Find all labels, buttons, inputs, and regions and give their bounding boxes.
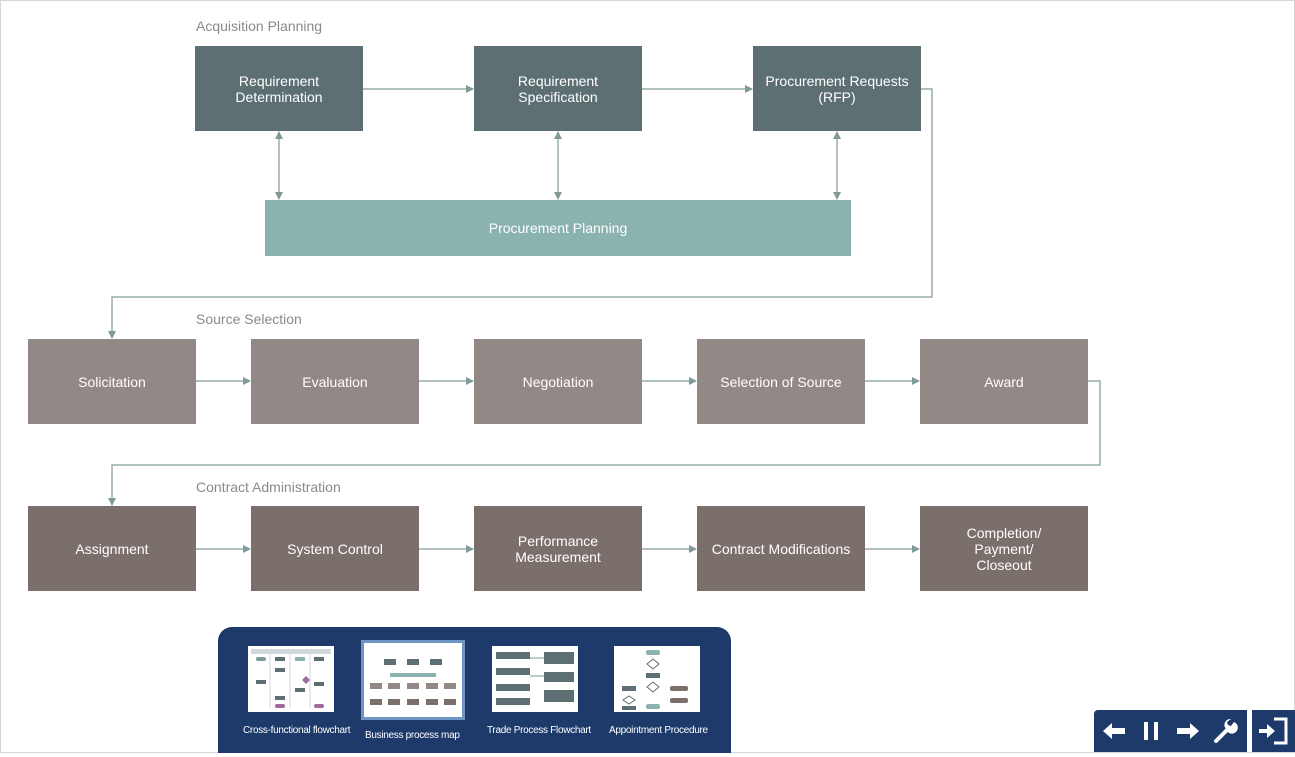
box-completion-payment-closeout: Completion/ Payment/ Closeout — [920, 506, 1088, 591]
wrench-icon — [1214, 718, 1238, 743]
thumbnail-label: Cross-functional flowchart — [243, 725, 351, 736]
box-award: Award — [920, 339, 1088, 424]
exit-button[interactable] — [1252, 710, 1295, 752]
box-procurement-requests: Procurement Requests (RFP) — [753, 46, 921, 131]
thumbnail-preview-icon — [622, 650, 688, 710]
previous-button[interactable] — [1096, 710, 1132, 752]
next-button[interactable] — [1170, 710, 1206, 752]
arrow-right-icon — [1177, 723, 1199, 739]
box-performance-measurement: Performance Measurement — [474, 506, 642, 591]
box-system-control: System Control — [251, 506, 419, 591]
presentation-toolbar — [1094, 710, 1247, 752]
box-contract-modifications: Contract Modifications — [697, 506, 865, 591]
box-solicitation: Solicitation — [28, 339, 196, 424]
thumbnail-preview-icon — [251, 649, 331, 708]
box-assignment: Assignment — [28, 506, 196, 591]
connector — [108, 88, 933, 339]
exit-icon — [1259, 717, 1288, 745]
thumbnail-panel: Cross-functional flowchart Business proc… — [218, 627, 731, 753]
pause-button[interactable] — [1133, 710, 1169, 752]
section-label-contract: Contract Administration — [196, 479, 341, 495]
thumbnail-label: Appointment Procedure — [609, 725, 708, 736]
box-requirement-specification: Requirement Specification — [474, 46, 642, 131]
box-evaluation: Evaluation — [251, 339, 419, 424]
connector — [108, 380, 1101, 506]
thumbnail-label: Business process map — [365, 730, 460, 741]
box-procurement-planning: Procurement Planning — [265, 200, 851, 256]
thumbnail-preview-icon — [496, 652, 574, 705]
settings-button[interactable] — [1208, 710, 1244, 752]
arrow-left-icon — [1103, 723, 1125, 739]
section-label-acquisition: Acquisition Planning — [196, 18, 323, 34]
thumbnail-label: Trade Process Flowchart — [487, 725, 591, 736]
box-negotiation: Negotiation — [474, 339, 642, 424]
box-requirement-determination: Requirement Determination — [195, 46, 363, 131]
thumbnail-preview-icon — [370, 659, 456, 705]
thumbnail-business-process-map[interactable] — [361, 640, 465, 720]
section-label-source: Source Selection — [196, 311, 302, 327]
thumbnail-appointment-procedure[interactable] — [614, 646, 700, 712]
thumbnail-cross-functional-flowchart[interactable] — [248, 646, 334, 712]
thumbnail-trade-process-flowchart[interactable] — [492, 646, 578, 712]
box-selection-of-source: Selection of Source — [697, 339, 865, 424]
pause-icon — [1144, 722, 1158, 740]
